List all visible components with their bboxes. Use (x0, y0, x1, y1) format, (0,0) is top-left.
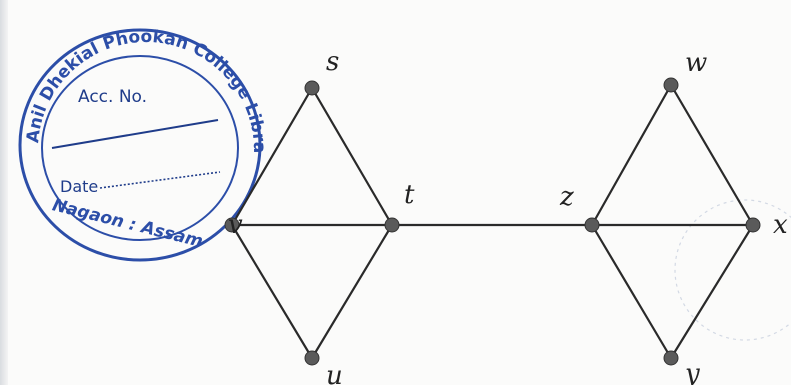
vertex-label-v: v (228, 210, 243, 240)
vertex-s (304, 80, 320, 96)
edge-w-x (669, 83, 755, 227)
scan-page-edge (0, 0, 8, 385)
edge-z-w (590, 83, 673, 227)
edge-v-u (230, 223, 314, 360)
stamp-inner-ring (41, 55, 239, 241)
vertex-label-w: w (685, 48, 707, 78)
edge-z-y (590, 223, 673, 360)
vertex-x (745, 217, 761, 233)
vertex-label-u: u (326, 361, 343, 385)
vertex-label-x: x (773, 210, 788, 240)
stamp-acc-label: Acc. No. (78, 87, 147, 107)
stamp-acc-line (51, 119, 219, 149)
stamp-date-line (99, 171, 221, 189)
stamp-outer-ring (18, 28, 262, 262)
vertex-label-y: y (684, 359, 700, 385)
vertex-v (224, 217, 240, 233)
vertex-z (584, 217, 600, 233)
graph-vertices (224, 77, 761, 366)
vertex-w (663, 77, 679, 93)
graph-edges (230, 83, 755, 360)
edge-u-t (310, 223, 394, 360)
vertex-label-t: t (404, 180, 415, 210)
vertex-label-s: s (326, 47, 339, 77)
vertex-u (304, 350, 320, 366)
stamp-date-label: Date (60, 177, 98, 196)
faint-stamp-ring (674, 199, 791, 341)
graph-labels: s t v u z w x y (228, 47, 788, 385)
vertex-y (663, 350, 679, 366)
edge-y-x (669, 223, 755, 360)
edge-v-s (230, 86, 314, 227)
edge-s-t (310, 86, 394, 227)
stamp-location: Nagaon : Assam (50, 195, 205, 252)
stamp-ring-text: Anil Dhekial Phookan College Library (0, 0, 269, 153)
vertex-label-z: z (559, 182, 574, 212)
vertex-t (384, 217, 400, 233)
